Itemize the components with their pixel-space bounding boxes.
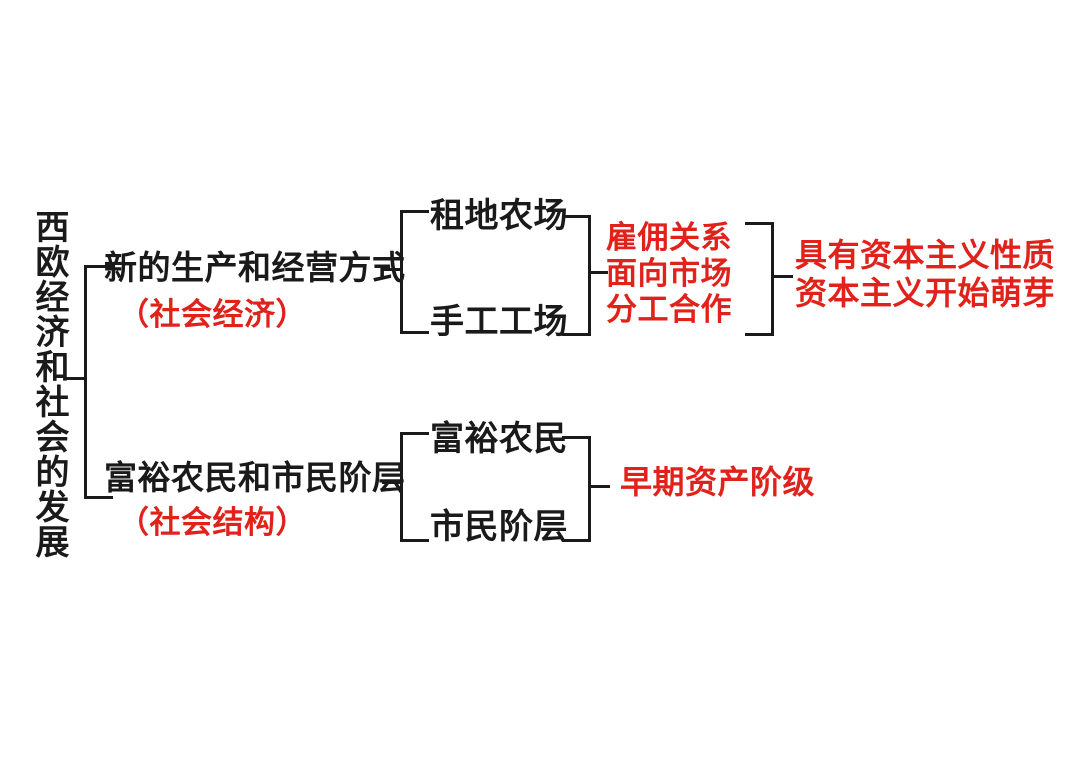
branch-a-features-bracket-stem <box>588 271 608 274</box>
node-handicraft-workshop: 手工工场 <box>430 302 568 342</box>
root-bracket <box>84 265 113 499</box>
branch-label-social-economy: 新的生产和经营方式 <box>104 248 406 287</box>
branch-sublabel-social-economy: （社会经济） <box>118 297 307 333</box>
conclusion-social-economy: 具有资本主义性质 资本主义开始萌芽 <box>795 236 1056 313</box>
branch-b-conclusion-bracket <box>562 436 591 542</box>
branch-a-children-bracket <box>400 210 429 334</box>
branch-a-conclusion-bracket-stem <box>771 275 793 278</box>
conclusion-line: 具有资本主义性质 <box>795 236 1056 274</box>
root-title: 西欧经济和社会的发展 <box>29 209 69 559</box>
branch-a-bracket-stem <box>382 268 402 271</box>
node-citizen-class: 市民阶层 <box>430 507 568 547</box>
branch-b-bracket-stem <box>382 481 402 484</box>
conclusion-social-structure: 早期资产阶级 <box>620 463 816 501</box>
branch-a-conclusion-bracket <box>745 222 774 336</box>
feature-item: 面向市场 <box>606 255 732 292</box>
branch-sublabel-social-structure: （社会结构） <box>118 505 307 541</box>
features-list-social-economy: 雇佣关系 面向市场 分工合作 <box>606 220 732 329</box>
branch-b-conclusion-bracket-stem <box>588 485 610 488</box>
feature-item: 雇佣关系 <box>606 220 732 256</box>
feature-item: 分工合作 <box>606 291 732 328</box>
node-rented-farm: 租地农场 <box>430 196 568 236</box>
node-wealthy-farmers: 富裕农民 <box>430 419 568 459</box>
branch-a-features-bracket <box>562 215 591 336</box>
root-bracket-stem <box>66 377 86 380</box>
conclusion-line: 资本主义开始萌芽 <box>795 273 1056 312</box>
branch-label-social-structure: 富裕农民和市民阶层 <box>104 458 406 497</box>
branch-b-children-bracket <box>400 432 429 542</box>
